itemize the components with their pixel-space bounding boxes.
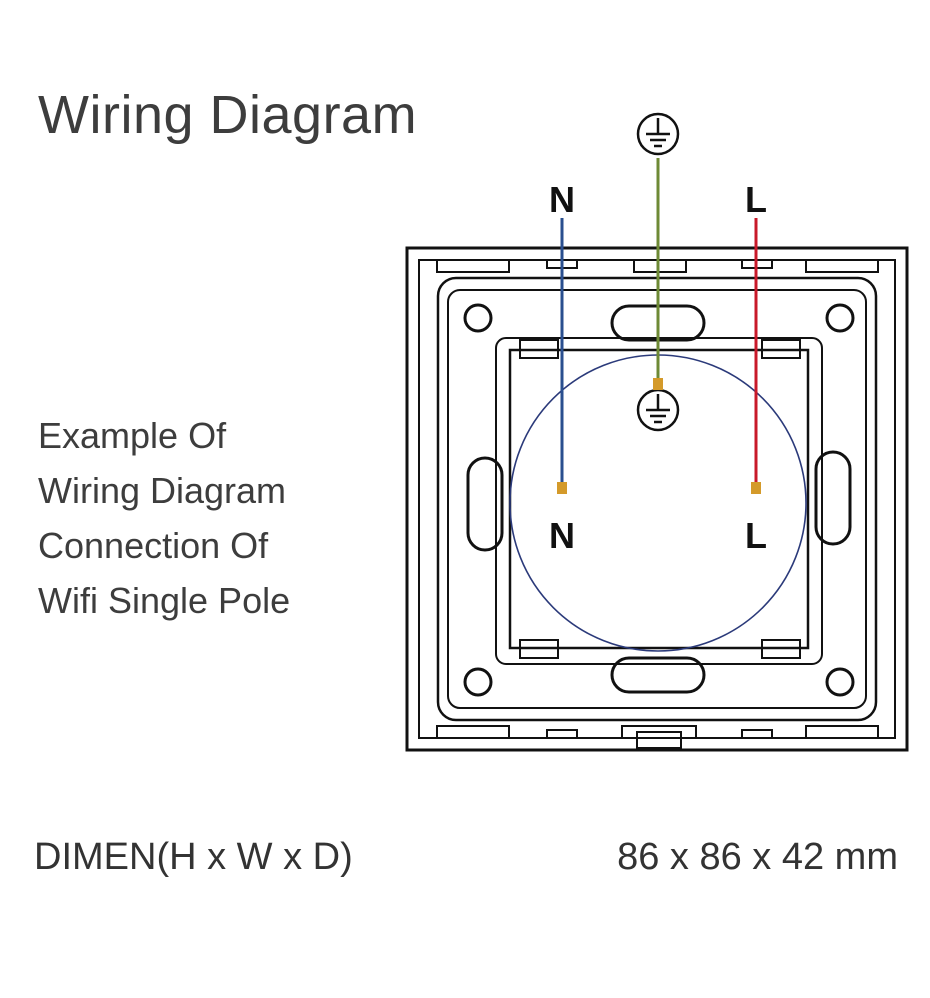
description-line: Wiring Diagram [38, 470, 287, 511]
ground-symbol-icon [636, 388, 680, 432]
description-line: Example Of [38, 415, 227, 456]
earth-terminal [653, 378, 663, 390]
description-line: Wifi Single Pole [38, 580, 291, 621]
live-terminal [751, 482, 761, 494]
inner-live-label: L [745, 515, 767, 556]
neutral-terminal [557, 482, 567, 494]
inner-neutral-label: N [549, 515, 575, 556]
page-title: Wiring Diagram [38, 85, 418, 145]
ground-symbol-icon [636, 112, 680, 156]
top-neutral-label: N [549, 179, 575, 220]
top-live-label: L [745, 179, 767, 220]
description-line: Connection Of [38, 525, 269, 566]
description-block: Example Of Wiring Diagram Connection Of … [38, 408, 368, 628]
dimension-value: 86 x 86 x 42 mm [617, 836, 898, 878]
dimension-label: DIMEN(H x W x D) [34, 836, 353, 878]
